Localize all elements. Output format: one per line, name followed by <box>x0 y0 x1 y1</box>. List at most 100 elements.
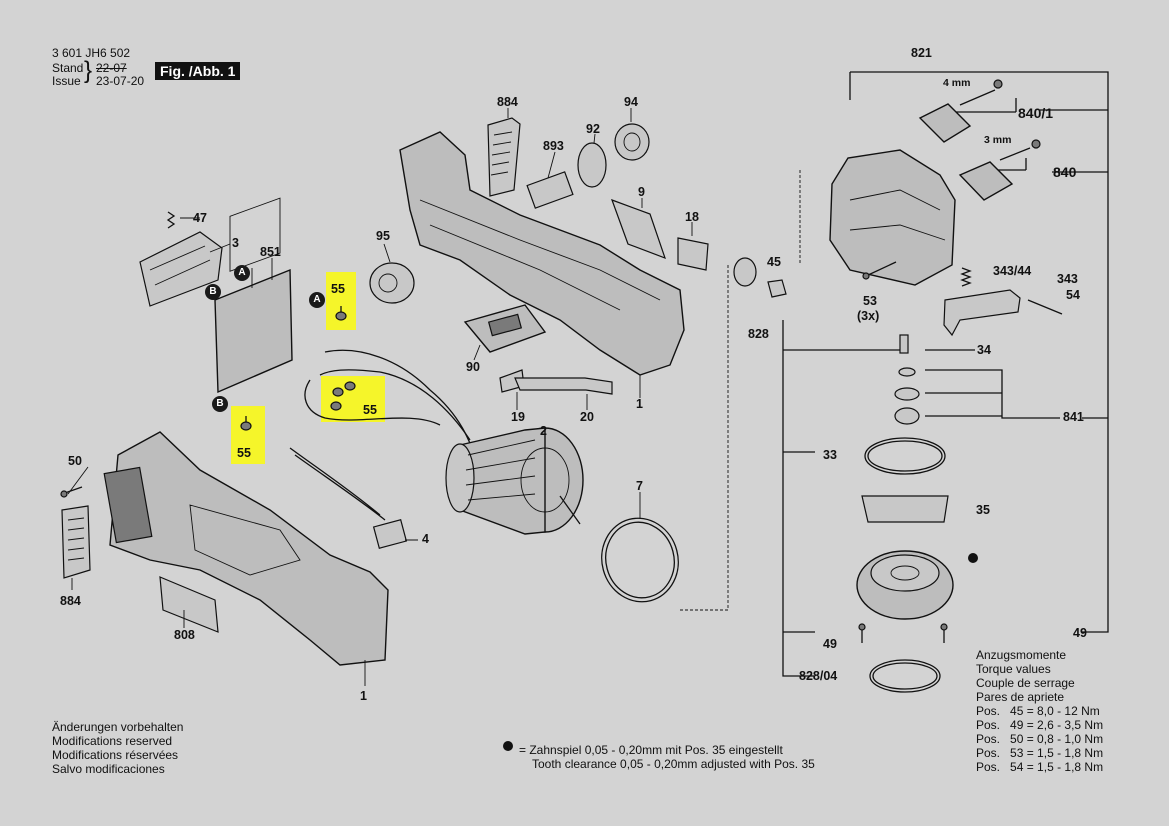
part-841-bearing <box>894 407 920 425</box>
label-49-left: 49 <box>823 637 837 651</box>
callout-a-2: A <box>309 292 325 308</box>
brace-glyph: } <box>84 57 93 84</box>
label-55-c: 55 <box>363 403 377 417</box>
torque-title-fr: Couple de serrage <box>976 676 1075 690</box>
callout-b-1: B <box>205 284 221 300</box>
label-1-top: 1 <box>636 397 643 411</box>
torque-row: Pos. 54 = 1,5 - 1,8 Nm <box>976 760 1104 774</box>
part-20-lever <box>514 377 613 395</box>
label-90: 90 <box>466 360 480 374</box>
old-date: 22-07 <box>96 61 127 75</box>
label-54: 54 <box>1066 288 1080 302</box>
label-50: 50 <box>68 454 82 468</box>
part-840-button <box>958 161 1014 201</box>
issue-label: Issue <box>52 74 81 88</box>
label-840: 840 <box>1053 164 1077 180</box>
stand-label: Stand <box>52 61 84 75</box>
label-95: 95 <box>376 229 390 243</box>
label-828-04: 828/04 <box>799 669 838 683</box>
label-55-b: 55 <box>237 446 251 460</box>
part-841-ring-1 <box>898 367 916 377</box>
label-828: 828 <box>748 327 769 341</box>
figure-label: Fig. /Abb. 1 <box>155 62 241 80</box>
label-53-qty: (3x) <box>857 309 880 323</box>
label-851: 851 <box>260 245 281 259</box>
part-4-wire <box>289 447 386 521</box>
part-1-housing-top <box>399 131 685 376</box>
footnote-en: Tooth clearance 0,05 - 0,20mm adjusted w… <box>532 757 815 771</box>
label-821: 821 <box>911 46 932 60</box>
label-94: 94 <box>624 95 638 109</box>
part-9-plate <box>610 198 666 260</box>
part-94-cap <box>614 123 650 161</box>
label-1-bottom: 1 <box>360 689 367 703</box>
footnote-de: = Zahnspiel 0,05 - 0,20mm mit Pos. 35 ei… <box>519 743 783 757</box>
label-884-top: 884 <box>497 95 518 109</box>
new-date: 23-07-20 <box>96 74 145 88</box>
part-bevel-gear <box>856 550 954 620</box>
callout-b-2: B <box>212 396 228 412</box>
label-4mm: 4 mm <box>943 77 971 89</box>
label-840-1: 840/1 <box>1018 105 1054 121</box>
disclaimer-es: Salvo modificaciones <box>52 762 165 776</box>
label-19: 19 <box>511 410 525 424</box>
torque-row: Pos. 49 = 2,6 - 3,5 Nm <box>976 718 1104 732</box>
label-47: 47 <box>193 211 207 225</box>
label-343-44: 343/44 <box>993 264 1032 278</box>
part-841-ring-2 <box>894 387 920 401</box>
part-851-board <box>214 268 293 394</box>
part-884-cover-top <box>487 117 521 197</box>
label-92: 92 <box>586 122 600 136</box>
label-2: 2 <box>540 424 547 438</box>
part-2-motor <box>445 427 584 535</box>
part-884-cover-bottom <box>61 505 91 579</box>
part-34-pin <box>899 334 909 354</box>
label-55-a: 55 <box>331 282 345 296</box>
highlight-55-b <box>231 406 265 464</box>
part-828-pinion <box>733 257 757 287</box>
part-18-grommet <box>677 237 709 271</box>
torque-title-es: Pares de apriete <box>976 690 1065 704</box>
disclaimer-de: Änderungen vorbehalten <box>52 720 184 734</box>
callout-a-1: A <box>234 265 250 281</box>
label-3mm: 3 mm <box>984 134 1012 146</box>
disclaimer-en: Modifications reserved <box>52 734 173 748</box>
part-55-screw-b <box>240 416 252 431</box>
part-marker-dot <box>968 553 978 563</box>
part-95-cap <box>369 262 415 304</box>
torque-row: Pos. 53 = 1,5 - 1,8 Nm <box>976 746 1104 760</box>
part-4-connector <box>372 519 408 549</box>
part-35-shim <box>861 495 949 523</box>
part-343-spring <box>960 267 972 287</box>
part-840-1-button <box>918 103 972 143</box>
label-841: 841 <box>1063 410 1084 424</box>
label-893: 893 <box>543 139 564 153</box>
label-808: 808 <box>174 628 195 642</box>
disclaimer-fr: Modifications réservées <box>52 748 179 762</box>
part-53-screw <box>865 261 897 277</box>
part-893-holder <box>526 171 574 209</box>
label-33: 33 <box>823 448 837 462</box>
part-47-spring <box>166 211 176 229</box>
part-55-screw-a <box>335 306 347 321</box>
footnote-bullet-icon <box>503 741 513 751</box>
part-45-nut <box>767 279 787 298</box>
part-gear-housing <box>829 149 956 286</box>
label-7: 7 <box>636 479 643 493</box>
label-343: 343 <box>1057 272 1078 286</box>
torque-title-de: Anzugsmomente <box>976 648 1067 662</box>
label-20: 20 <box>580 410 594 424</box>
label-35: 35 <box>976 503 990 517</box>
torque-title-en: Torque values <box>976 662 1051 676</box>
label-49-right: 49 <box>1073 626 1087 640</box>
part-1-housing-bottom <box>109 431 389 666</box>
label-4: 4 <box>422 532 429 546</box>
label-45: 45 <box>767 255 781 269</box>
label-53: 53 <box>863 294 877 308</box>
part-92-ring <box>577 142 607 188</box>
label-9: 9 <box>638 185 645 199</box>
label-18: 18 <box>685 210 699 224</box>
label-884-bottom: 884 <box>60 594 81 608</box>
